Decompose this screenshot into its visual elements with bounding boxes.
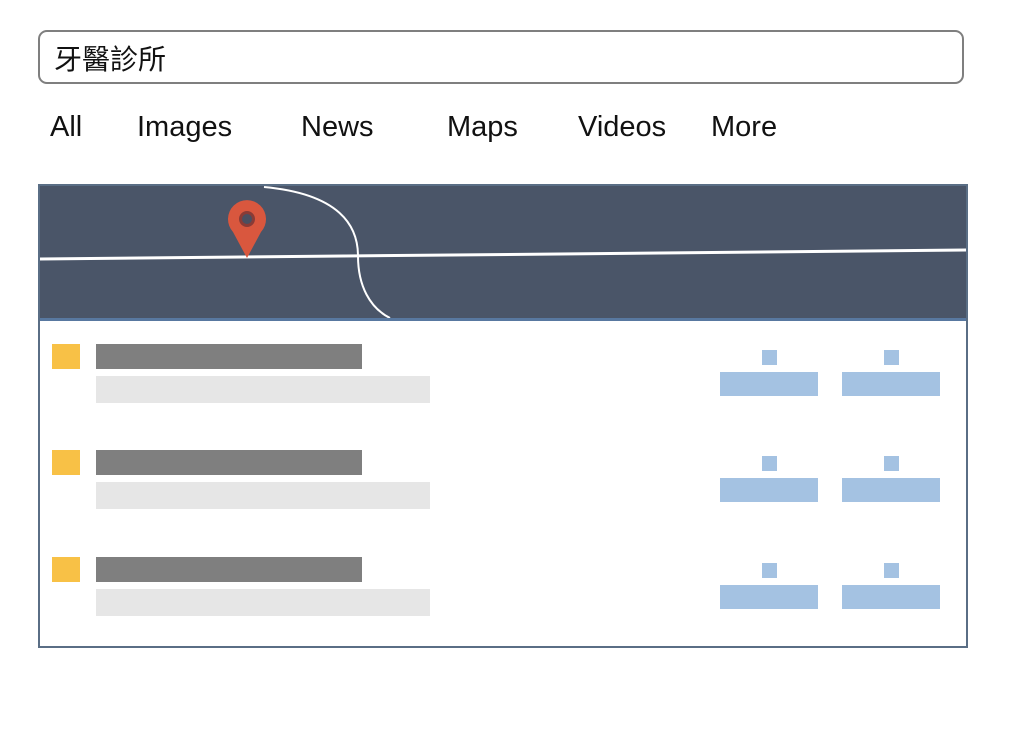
- action-icon: [762, 456, 777, 471]
- map-roads: [40, 186, 966, 318]
- action-label: [720, 478, 818, 502]
- result-subtitle: [96, 482, 430, 509]
- search-input[interactable]: [54, 40, 934, 76]
- result-item[interactable]: [40, 557, 966, 637]
- map-view[interactable]: [40, 186, 966, 321]
- tab-maps[interactable]: Maps: [447, 111, 518, 143]
- result-title[interactable]: [96, 557, 362, 582]
- action-label: [720, 372, 818, 396]
- result-action-button[interactable]: [720, 350, 818, 396]
- action-icon: [762, 350, 777, 365]
- result-action-button[interactable]: [842, 350, 940, 396]
- result-action-button[interactable]: [720, 563, 818, 609]
- result-subtitle: [96, 589, 430, 616]
- tab-more[interactable]: More: [711, 111, 778, 143]
- result-action-button[interactable]: [720, 456, 818, 502]
- result-subtitle: [96, 376, 430, 403]
- result-action-button[interactable]: [842, 563, 940, 609]
- action-icon: [884, 563, 899, 578]
- action-icon: [762, 563, 777, 578]
- result-action-button[interactable]: [842, 456, 940, 502]
- map-pin-icon[interactable]: [228, 200, 266, 258]
- tab-all[interactable]: All: [50, 111, 83, 143]
- action-label: [842, 372, 940, 396]
- result-marker-icon: [52, 557, 80, 582]
- action-icon: [884, 350, 899, 365]
- action-label: [720, 585, 818, 609]
- result-marker-icon: [52, 344, 80, 369]
- result-title[interactable]: [96, 344, 362, 369]
- result-title[interactable]: [96, 450, 362, 475]
- action-icon: [884, 456, 899, 471]
- tab-videos[interactable]: Videos: [578, 111, 667, 143]
- tab-news[interactable]: News: [301, 111, 374, 143]
- tab-images[interactable]: Images: [137, 111, 233, 143]
- action-label: [842, 478, 940, 502]
- result-item[interactable]: [40, 450, 966, 530]
- local-results-panel: [38, 184, 968, 648]
- result-marker-icon: [52, 450, 80, 475]
- action-label: [842, 585, 940, 609]
- search-box[interactable]: [38, 30, 964, 84]
- result-item[interactable]: [40, 344, 966, 424]
